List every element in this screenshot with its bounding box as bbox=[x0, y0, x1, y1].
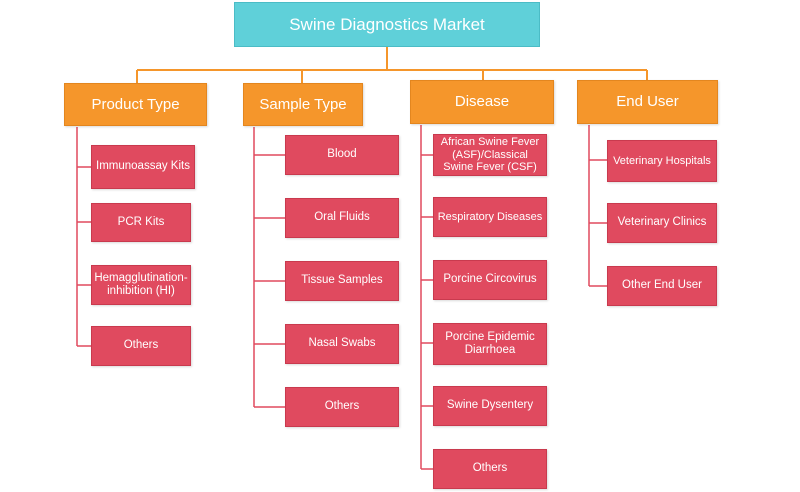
product-type-item: Others bbox=[91, 326, 191, 366]
disease-item: Swine Dysentery bbox=[433, 386, 547, 426]
disease-item: Respiratory Diseases bbox=[433, 197, 547, 237]
root-node: Swine Diagnostics Market bbox=[234, 2, 540, 47]
end-user-item: Other End User bbox=[607, 266, 717, 306]
disease-item: Others bbox=[433, 449, 547, 489]
category-end-user: End User bbox=[577, 80, 718, 124]
sample-type-item: Blood bbox=[285, 135, 399, 175]
category-disease: Disease bbox=[410, 80, 554, 124]
end-user-item: Veterinary Clinics bbox=[607, 203, 717, 243]
disease-item: Porcine Epidemic Diarrhoea bbox=[433, 323, 547, 365]
category-sample-type: Sample Type bbox=[243, 83, 363, 126]
sample-type-item: Others bbox=[285, 387, 399, 427]
product-type-item: PCR Kits bbox=[91, 203, 191, 242]
sample-type-item: Tissue Samples bbox=[285, 261, 399, 301]
end-user-item: Veterinary Hospitals bbox=[607, 140, 717, 182]
disease-item: Porcine Circovirus bbox=[433, 260, 547, 300]
product-type-item: Hemagglutination- inhibition (HI) bbox=[91, 265, 191, 305]
category-product-type: Product Type bbox=[64, 83, 207, 126]
disease-item: African Swine Fever (ASF)/Classical Swin… bbox=[433, 134, 547, 176]
sample-type-item: Nasal Swabs bbox=[285, 324, 399, 364]
product-type-item: Immunoassay Kits bbox=[91, 145, 195, 189]
sample-type-item: Oral Fluids bbox=[285, 198, 399, 238]
